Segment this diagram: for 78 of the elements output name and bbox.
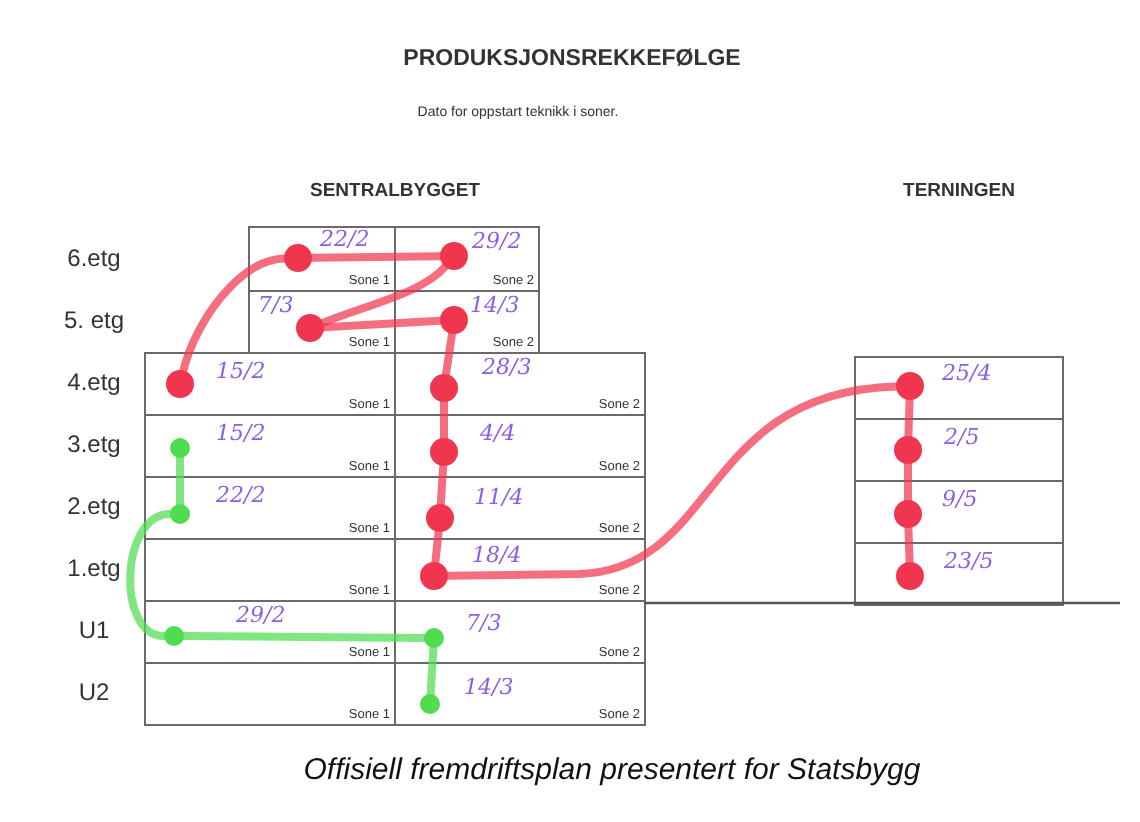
milestone-dot: [166, 370, 194, 398]
zone-cell: [394, 226, 540, 292]
progress-line: [319, 262, 449, 327]
milestone-dot: [894, 500, 922, 528]
start-date: 11/4: [474, 486, 524, 510]
start-date: 14/3: [464, 676, 514, 700]
start-date: 23/5: [944, 550, 994, 574]
building-heading: TERNINGEN: [903, 180, 1015, 202]
floor-label: 1.etg: [67, 556, 121, 584]
progress-line: [904, 460, 912, 504]
milestone-dot: [426, 504, 454, 532]
zone-cell: [854, 542, 1064, 606]
start-date: 22/2: [216, 484, 266, 508]
floor-label: U1: [78, 618, 110, 646]
start-date: 2/5: [944, 426, 980, 450]
milestone-dot: [896, 372, 924, 400]
start-date: 29/2: [472, 230, 522, 254]
building-heading: SENTRALBYGGET: [310, 180, 480, 202]
milestone-dot: [430, 374, 458, 402]
start-date: 4/4: [480, 422, 516, 446]
progress-line: [440, 398, 448, 442]
start-date: 18/4: [472, 544, 522, 568]
floor-label: 6.etg: [67, 246, 121, 274]
progress-line: [444, 382, 900, 580]
start-date: 25/4: [942, 362, 992, 386]
zone-cell: [854, 480, 1064, 544]
zone-cell: [854, 356, 1064, 420]
floor-label: 3.etg: [67, 432, 121, 460]
start-date: 28/3: [482, 356, 532, 380]
floor-label: U2: [78, 680, 110, 708]
zone-cell: [394, 662, 646, 726]
progress-line: [436, 462, 448, 508]
progress-line: [126, 510, 174, 640]
zone-cell: [248, 226, 396, 292]
zone-cell: [144, 476, 396, 540]
start-date: 15/2: [216, 360, 266, 384]
progress-line: [320, 316, 444, 332]
zone-cell: [854, 418, 1064, 482]
progress-line: [904, 396, 914, 440]
milestone-dot: [440, 306, 468, 334]
start-date: 7/3: [258, 294, 294, 318]
diagram-title: PRODUKSJONSREKKEFØLGE: [403, 46, 741, 74]
progress-line: [442, 329, 456, 379]
floor-label: 2.etg: [67, 494, 121, 522]
floor-label: 5. etg: [63, 308, 125, 336]
milestone-dot: [430, 438, 458, 466]
milestone-dot: [440, 242, 468, 270]
start-date: 7/3: [466, 612, 502, 636]
progress-line: [180, 632, 428, 642]
zone-cell: [144, 662, 396, 726]
progress-line: [431, 528, 443, 566]
progress-line: [426, 644, 438, 698]
milestone-dot: [170, 504, 190, 524]
milestone-dot: [420, 694, 440, 714]
progress-line: [179, 254, 288, 375]
milestone-dot: [420, 562, 448, 590]
milestone-dot: [164, 626, 184, 646]
zone-cell: [144, 538, 396, 602]
progress-line: [308, 252, 444, 262]
zone-cell: [144, 414, 396, 478]
figure-caption: Offisiell fremdriftsplan presentert for Statsbygg: [303, 752, 921, 788]
start-date: 22/2: [320, 228, 370, 252]
start-date: 14/3: [470, 294, 520, 318]
zone-cell: [144, 600, 396, 664]
milestone-dot: [896, 562, 924, 590]
progress-line: [904, 524, 914, 566]
start-date: 15/2: [216, 422, 266, 446]
start-date: 29/2: [236, 604, 286, 628]
milestone-dot: [284, 244, 312, 272]
milestone-dot: [170, 438, 190, 458]
milestone-dot: [424, 628, 444, 648]
progress-line: [176, 454, 184, 508]
zone-cell: [144, 352, 396, 416]
milestone-dot: [296, 314, 324, 342]
start-date: 9/5: [942, 488, 978, 512]
floor-label: 4.etg: [67, 370, 121, 398]
zone-cell: [248, 290, 396, 354]
milestone-dot: [894, 436, 922, 464]
